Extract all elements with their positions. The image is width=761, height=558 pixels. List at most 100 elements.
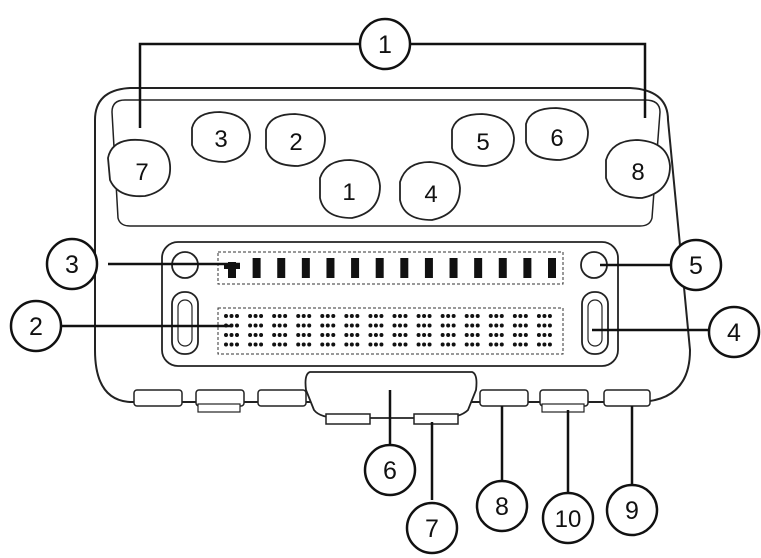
braille-dot [499,342,504,347]
status-cell [228,262,236,278]
braille-dot [307,323,312,328]
braille-dot [398,342,402,347]
front-key-right-1[interactable] [479,389,529,407]
braille-dot [320,314,325,318]
braille-cells-box [217,307,564,355]
braille-dot [494,333,499,337]
braille-dot [349,314,354,318]
braille-dot [398,333,402,337]
status-cell [326,258,335,278]
braille-dot [259,314,264,318]
key-5[interactable]: 5 [451,113,515,167]
braille-dot [451,323,456,328]
right-rocker-inner [587,299,603,347]
braille-dot [422,342,427,347]
callout-3-label: 3 [65,251,79,279]
braille-dot [379,342,384,347]
status-cell [277,258,286,278]
callout-10-label: 10 [555,506,582,533]
key-8-label: 8 [631,159,644,186]
key-6[interactable]: 6 [525,107,589,161]
braille-dot [373,342,378,347]
braille-dot [301,333,306,337]
braille-dot [416,314,421,318]
key-1[interactable]: 1 [319,159,381,219]
braille-dot [277,314,282,318]
status-cell [424,258,433,278]
callout-8: 8 [475,479,529,533]
front-key-left-1[interactable] [133,389,183,407]
braille-dot [422,323,427,328]
braille-dot [307,342,312,347]
braille-dot [518,333,523,337]
braille-dot [277,342,282,347]
braille-cell [368,314,384,347]
braille-dot [259,342,264,347]
front-key-left-3[interactable] [257,389,307,407]
braille-dot [325,323,330,328]
braille-cell [248,314,264,347]
braille-dot [296,342,301,347]
braille-dot [320,333,325,337]
key-1-label: 1 [342,179,355,206]
braille-dot [373,323,378,328]
braille-dot [427,333,432,337]
braille-dot [446,342,451,347]
braille-dot [283,342,288,347]
braille-dot [355,314,360,318]
braille-dot [464,314,469,318]
status-cell [301,258,310,278]
braille-dot [368,314,373,318]
braille-dot [494,323,499,328]
braille-dot [355,342,360,347]
status-cell [523,258,532,278]
braille-dot [379,323,384,328]
callout-2: 2 [9,299,63,353]
braille-dot [392,314,397,318]
key-2[interactable]: 2 [265,113,326,167]
braille-dot [451,314,456,318]
braille-dot [536,333,541,337]
right-rocker-button[interactable] [581,291,609,355]
braille-dot [440,314,445,318]
left-rocker-button[interactable] [171,291,199,355]
braille-dot [518,323,523,328]
braille-dot [499,314,504,318]
front-key-right-3[interactable] [603,389,651,407]
callout-3: 3 [45,237,99,291]
callout-9-label: 9 [625,497,639,525]
braille-dot [488,314,493,318]
braille-dot [475,314,480,318]
braille-dot [470,314,475,318]
braille-dot [440,342,445,347]
key-4[interactable]: 4 [399,161,461,221]
braille-dot [325,333,330,337]
braille-dot [416,333,421,337]
braille-dot [475,342,480,347]
braille-dot [464,333,469,337]
braille-dot [427,342,432,347]
braille-dot [331,314,336,318]
braille-cell [464,314,480,347]
key-8[interactable]: 8 [605,139,671,199]
braille-dot [349,323,354,328]
braille-dot [373,333,378,337]
key-4-label: 4 [424,181,437,208]
braille-dot [542,333,547,337]
braille-dot [325,314,330,318]
callout-8-label: 8 [495,493,509,521]
status-cell [474,258,483,278]
braille-dot [301,323,306,328]
braille-dot [272,314,277,318]
braille-dot [446,333,451,337]
braille-dot [403,333,408,337]
key-3[interactable]: 3 [191,111,251,163]
braille-dot [547,333,552,337]
braille-dot [512,323,517,328]
callout-1: 1 [358,17,412,71]
key-7[interactable]: 7 [107,138,171,198]
braille-dot [277,333,282,337]
braille-dot [224,314,228,318]
braille-dot [494,314,499,318]
